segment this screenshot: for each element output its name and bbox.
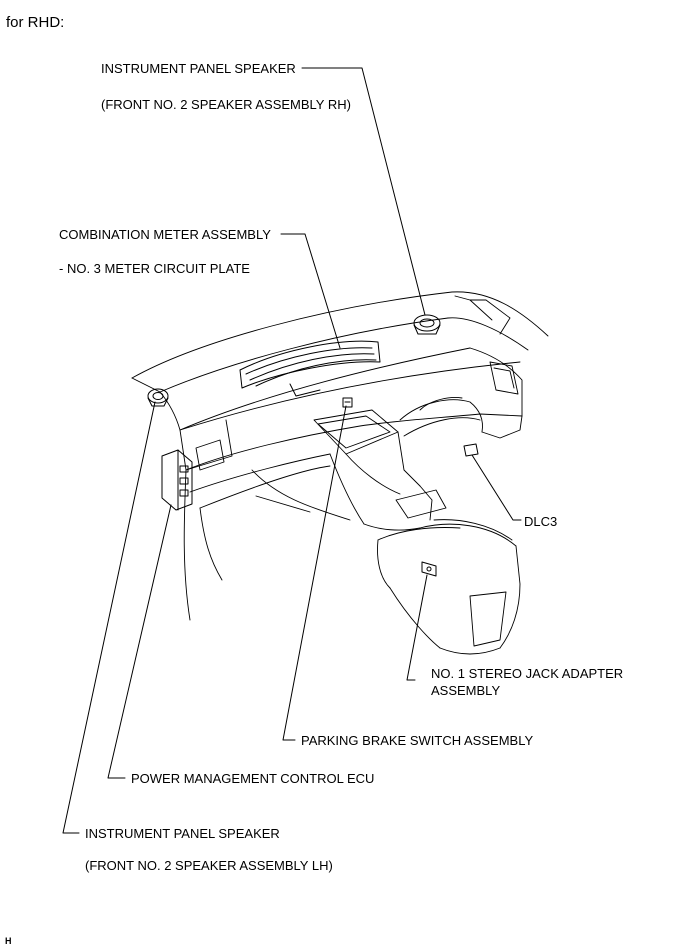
ip-speaker-lh-component bbox=[147, 388, 169, 407]
page-header: for RHD: bbox=[6, 14, 65, 31]
combination-meter-assembly bbox=[239, 340, 381, 397]
figure-code: H bbox=[5, 936, 12, 946]
label-stereo-jack: NO. 1 STEREO JACK ADAPTER bbox=[431, 666, 624, 681]
label-ip-speaker-rh: INSTRUMENT PANEL SPEAKER bbox=[101, 61, 296, 76]
label-combination-meter-sub: - NO. 3 METER CIRCUIT PLATE bbox=[59, 261, 250, 276]
stereo-jack-component bbox=[421, 561, 437, 577]
label-stereo-jack-sub: ASSEMBLY bbox=[431, 683, 501, 698]
label-combination-meter: COMBINATION METER ASSEMBLY bbox=[59, 227, 271, 242]
leader-parking-brake bbox=[282, 405, 347, 741]
dlc3-component bbox=[463, 443, 479, 457]
label-ip-speaker-lh-sub: (FRONT NO. 2 SPEAKER ASSEMBLY LH) bbox=[85, 858, 333, 873]
label-parking-brake: PARKING BRAKE SWITCH ASSEMBLY bbox=[301, 733, 534, 748]
label-ip-speaker-lh: INSTRUMENT PANEL SPEAKER bbox=[85, 826, 280, 841]
label-power-mgmt-ecu: POWER MANAGEMENT CONTROL ECU bbox=[131, 771, 375, 786]
leader-lines bbox=[62, 67, 522, 834]
dashboard-illustration bbox=[131, 291, 549, 655]
leader-power-mgmt-ecu bbox=[107, 504, 172, 779]
leader-ip-speaker-lh bbox=[62, 401, 156, 834]
label-dlc3: DLC3 bbox=[524, 514, 558, 529]
label-ip-speaker-rh-sub: (FRONT NO. 2 SPEAKER ASSEMBLY RH) bbox=[101, 97, 351, 112]
ip-speaker-rh-component bbox=[413, 314, 441, 335]
parking-brake-switch-component bbox=[342, 397, 353, 408]
leader-dlc3 bbox=[471, 454, 522, 521]
leader-ip-speaker-rh bbox=[301, 67, 426, 316]
power-management-ecu-component bbox=[161, 449, 193, 511]
leader-stereo-jack bbox=[406, 574, 428, 681]
leader-combination-meter bbox=[280, 233, 341, 349]
